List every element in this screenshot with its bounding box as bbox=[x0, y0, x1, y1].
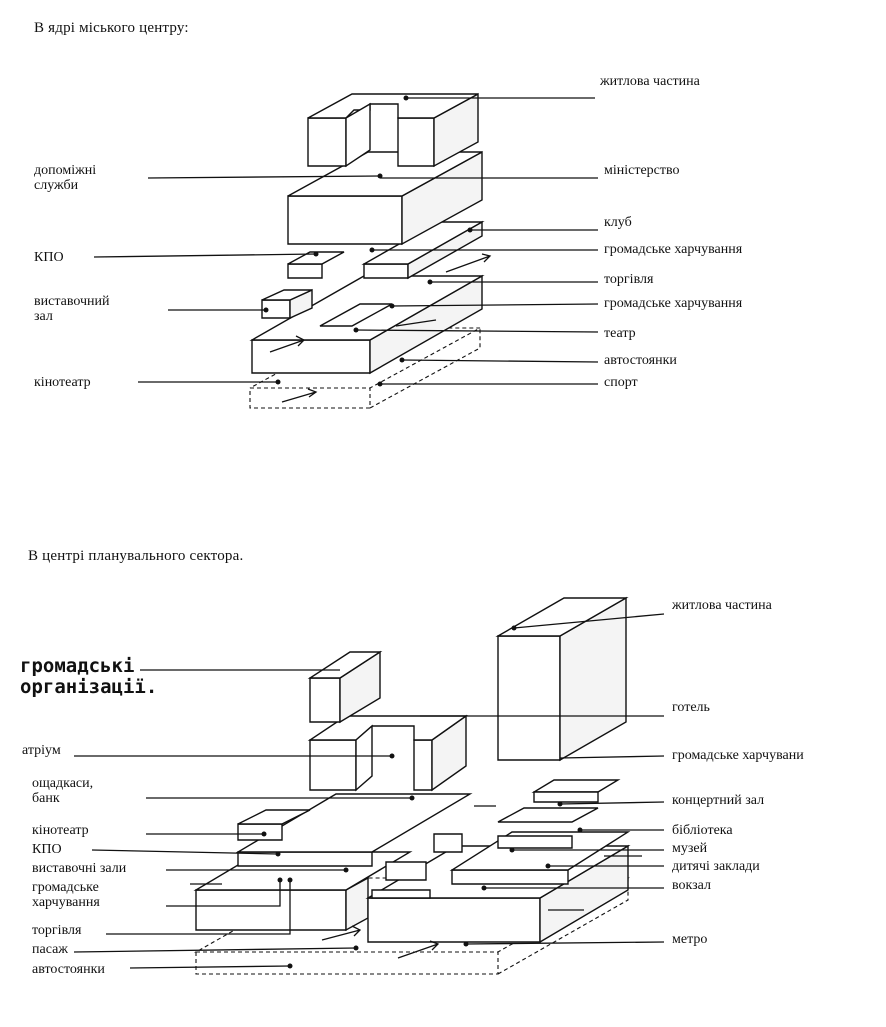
bottom-label-catering-left: громадське харчування bbox=[32, 880, 100, 910]
bottom-label-atrium: атріум bbox=[22, 743, 61, 758]
bottom-residential-tower bbox=[495, 596, 629, 762]
bottom-label-savings: ощадкаси, банк bbox=[32, 776, 94, 806]
top-label-aux: допоміжні служби bbox=[34, 163, 97, 193]
top-label-catering2: громадське харчування bbox=[604, 296, 743, 311]
top-label-kpo: КПО bbox=[34, 250, 64, 265]
top-label-catering1: громадське харчування bbox=[604, 242, 743, 257]
top-label-sport: спорт bbox=[604, 375, 638, 390]
bottom-cinema-box bbox=[237, 809, 311, 841]
top-residential-block bbox=[307, 92, 479, 168]
bottom-label-trade: торгівля bbox=[32, 923, 82, 938]
bottom-label-catering-right: громадське харчувани bbox=[672, 748, 804, 763]
bottom-public-org-box bbox=[307, 650, 383, 724]
bottom-label-passage: пасаж bbox=[32, 942, 68, 957]
bottom-diagram bbox=[73, 596, 665, 975]
top-label-parking: автостоянки bbox=[604, 353, 677, 368]
bottom-leaders bbox=[73, 613, 665, 969]
top-label-trade: торгівля bbox=[604, 272, 654, 287]
bottom-label-parking: автостоянки bbox=[32, 962, 105, 977]
bottom-label-children: дитячі заклади bbox=[672, 859, 760, 874]
top-label-cinema: кінотеатр bbox=[34, 375, 91, 390]
bottom-label-cinema: кінотеатр bbox=[32, 823, 89, 838]
top-label-ministry: міністерство bbox=[604, 163, 680, 178]
bottom-label-metro: метро bbox=[672, 932, 708, 947]
bottom-label-hotel: готель bbox=[672, 700, 710, 715]
bottom-label-library: бібліотека bbox=[672, 823, 733, 838]
top-leaders bbox=[93, 95, 599, 387]
bottom-caption: В центрі планувального сектора. bbox=[28, 548, 244, 564]
bottom-label-exhibits: виставочні зали bbox=[32, 861, 127, 876]
top-label-club: клуб bbox=[604, 215, 632, 230]
top-diagram bbox=[93, 92, 599, 409]
bottom-label-station: вокзал bbox=[672, 878, 711, 893]
bottom-label-residential: житлова частина bbox=[672, 598, 772, 613]
bottom-atrium-block bbox=[307, 714, 469, 792]
bottom-label-kpo: КПО bbox=[32, 842, 62, 857]
bottom-label-museum: музей bbox=[672, 841, 708, 856]
top-label-theatre: театр bbox=[604, 326, 636, 341]
bottom-label-public-orgs: громадські організації. bbox=[20, 655, 158, 698]
top-caption: В ядрі міського центру: bbox=[34, 20, 189, 36]
top-label-exhibit: виставочний зал bbox=[34, 294, 110, 324]
bottom-label-concert: концертний зал bbox=[672, 793, 765, 808]
top-exhibit-box bbox=[261, 288, 313, 320]
bottom-middle-layer bbox=[235, 779, 631, 885]
top-label-residential: житлова частина bbox=[600, 74, 700, 89]
top-base-block bbox=[249, 274, 485, 375]
